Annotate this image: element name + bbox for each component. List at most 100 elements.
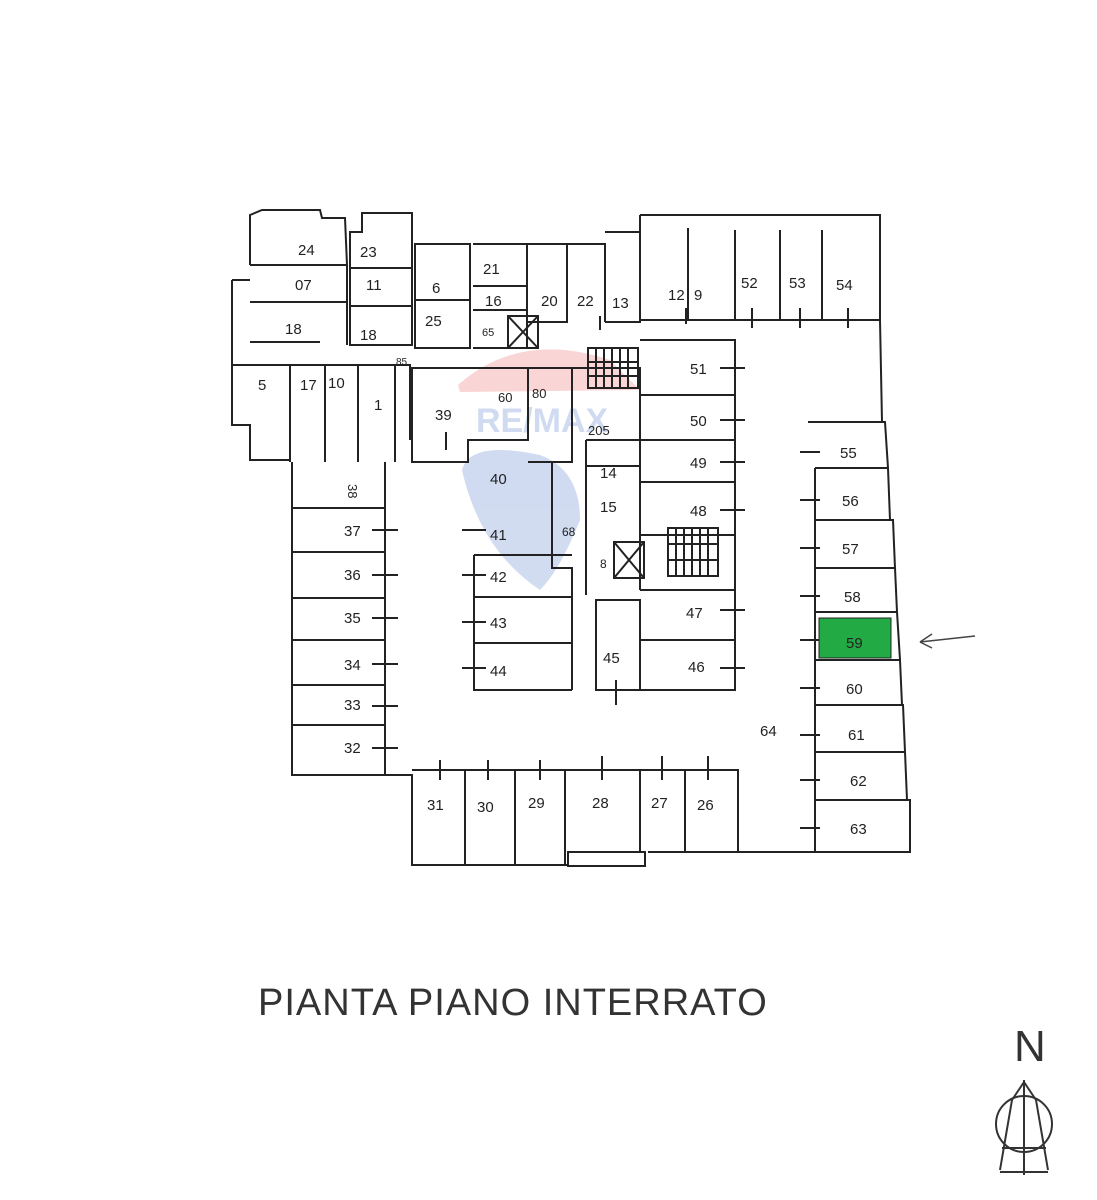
wall <box>249 209 348 345</box>
unit-label: 39 <box>435 407 452 424</box>
unit-label: 55 <box>840 445 857 462</box>
wall <box>414 243 471 349</box>
unit-label: 32 <box>344 740 361 757</box>
highlighted-unit-59 <box>818 617 892 659</box>
wall <box>385 769 739 866</box>
wall <box>639 214 881 321</box>
wall <box>349 212 413 346</box>
north-label: N <box>1014 1022 1046 1071</box>
unit-label: 37 <box>344 523 361 540</box>
unit-label: 50 <box>690 413 707 430</box>
unit-label: 62 <box>850 773 867 790</box>
unit-label: 40 <box>490 471 507 488</box>
unit-label: 15 <box>600 499 617 516</box>
elevator-top <box>507 315 539 349</box>
wall <box>640 339 736 691</box>
wall <box>527 243 606 323</box>
unit-label: 65 <box>482 327 494 339</box>
unit-label: 57 <box>842 541 859 558</box>
staircase-bottom <box>667 527 719 577</box>
wall <box>291 462 386 776</box>
unit-label: 29 <box>528 795 545 812</box>
unit-label: 11 <box>366 277 382 294</box>
unit-label: 48 <box>690 503 707 520</box>
unit-label: 46 <box>688 659 705 676</box>
unit-label: 60 <box>498 390 512 405</box>
unit-label: 38 <box>345 484 360 498</box>
unit-label: 22 <box>577 293 594 310</box>
unit-label: 5 <box>258 377 266 394</box>
unit-label: 41 <box>490 527 507 544</box>
unit-label: 07 <box>295 277 312 294</box>
unit-label: 47 <box>686 605 703 622</box>
unit-labels: 24 23 07 11 18 18 21 6 25 16 65 20 22 13… <box>258 242 867 838</box>
walls <box>231 209 911 867</box>
wall <box>473 243 528 349</box>
unit-label: 34 <box>344 657 361 674</box>
pointer-arrow <box>919 633 976 649</box>
wall <box>473 462 573 691</box>
watermark-text: RE/MAX <box>476 402 609 440</box>
wall <box>231 279 411 461</box>
unit-label: 20 <box>541 293 558 310</box>
unit-label: 60 <box>846 681 863 698</box>
door-ticks <box>372 308 849 829</box>
unit-label: 25 <box>425 313 442 330</box>
unit-label: 18 <box>285 321 302 338</box>
unit-label: 52 <box>741 275 758 292</box>
unit-label: 17 <box>300 377 317 394</box>
unit-label: 61 <box>848 727 865 744</box>
unit-label: 64 <box>760 723 777 740</box>
watermark-balloon-top <box>458 349 640 392</box>
unit-label: 33 <box>344 697 361 714</box>
unit-label: 30 <box>477 799 494 816</box>
unit-label: 80 <box>532 386 546 401</box>
unit-label: 23 <box>360 244 377 261</box>
unit-label: 35 <box>344 610 361 627</box>
wall <box>567 851 646 867</box>
unit-label: 27 <box>651 795 668 812</box>
unit-label: 6 <box>432 280 440 297</box>
unit-label: 56 <box>842 493 859 510</box>
unit-label: 85 <box>396 357 408 368</box>
wall <box>289 365 396 462</box>
unit-label: 42 <box>490 569 507 586</box>
unit-label: 1 <box>374 397 382 414</box>
unit-label: 21 <box>483 261 500 278</box>
unit-label: 59 <box>846 635 863 652</box>
unit-label: 10 <box>328 375 345 392</box>
wall <box>585 440 641 595</box>
plan-title: PIANTA PIANO INTERRATO <box>258 982 768 1024</box>
unit-label: 54 <box>836 277 853 294</box>
unit-label: 28 <box>592 795 609 812</box>
watermark-logo: RE/MAX <box>458 349 640 590</box>
unit-label: 18 <box>360 327 377 344</box>
unit-label: 58 <box>844 589 861 606</box>
unit-label: 26 <box>697 797 714 814</box>
wall <box>350 267 412 307</box>
unit-label: 49 <box>690 455 707 472</box>
unit-label: 8 <box>600 557 607 571</box>
staircase-top <box>587 347 639 389</box>
unit-label: 53 <box>789 275 806 292</box>
unit-label: 14 <box>600 465 617 482</box>
unit-label: 43 <box>490 615 507 632</box>
wall <box>595 599 641 691</box>
unit-label: 51 <box>690 361 707 378</box>
unit-label: 205 <box>588 423 610 438</box>
unit-label: 16 <box>485 293 502 310</box>
wall <box>250 264 347 343</box>
unit-label: 45 <box>603 650 620 667</box>
unit-label: 13 <box>612 295 629 312</box>
unit-label: 24 <box>298 242 315 259</box>
unit-label: 12 <box>668 287 685 304</box>
unit-label: 63 <box>850 821 867 838</box>
unit-label: 36 <box>344 567 361 584</box>
unit-label: 68 <box>562 525 576 539</box>
compass-icon <box>995 1080 1053 1175</box>
wall <box>738 319 911 853</box>
unit-label: 44 <box>490 663 507 680</box>
unit-label: 31 <box>427 797 444 814</box>
unit-label: 9 <box>694 287 702 304</box>
